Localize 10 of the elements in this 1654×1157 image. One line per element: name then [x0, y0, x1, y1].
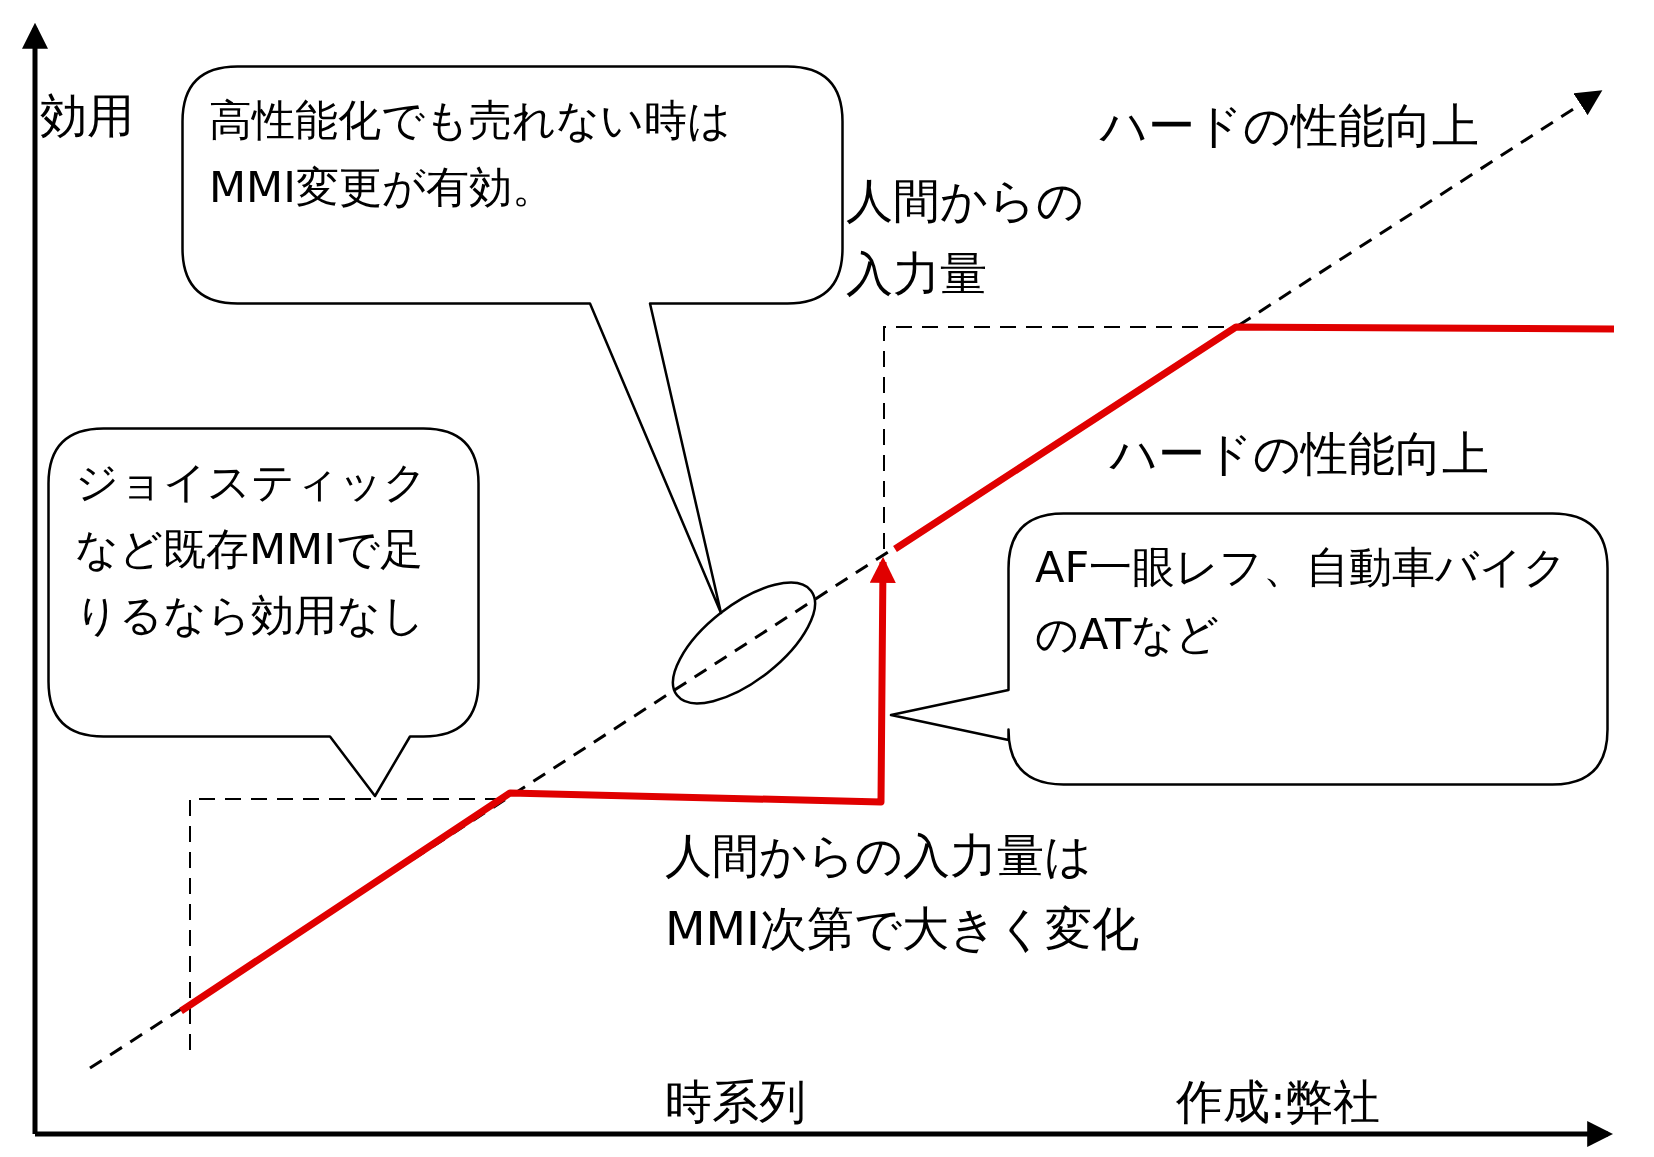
speech-bubble: ジョイスティックなど既存MMIで足りるなら効用なし [47, 427, 480, 796]
ellipse-mark [671, 581, 817, 705]
chart-label: 作成:弊社 [1176, 1073, 1381, 1131]
chart-label: 時系列 [665, 1073, 807, 1131]
chart-label: 人間からの入力量はMMI次第で大きく変化 [665, 827, 1140, 958]
chart-label: ハードの性能向上 [1100, 97, 1480, 155]
chart-label: 効用 [40, 87, 135, 145]
speech-bubble: AF一眼レフ、自動車バイクのATなど [891, 512, 1609, 786]
chart-label: 人間からの入力量 [846, 172, 1085, 303]
chart-label: ハードの性能向上 [1110, 425, 1490, 483]
